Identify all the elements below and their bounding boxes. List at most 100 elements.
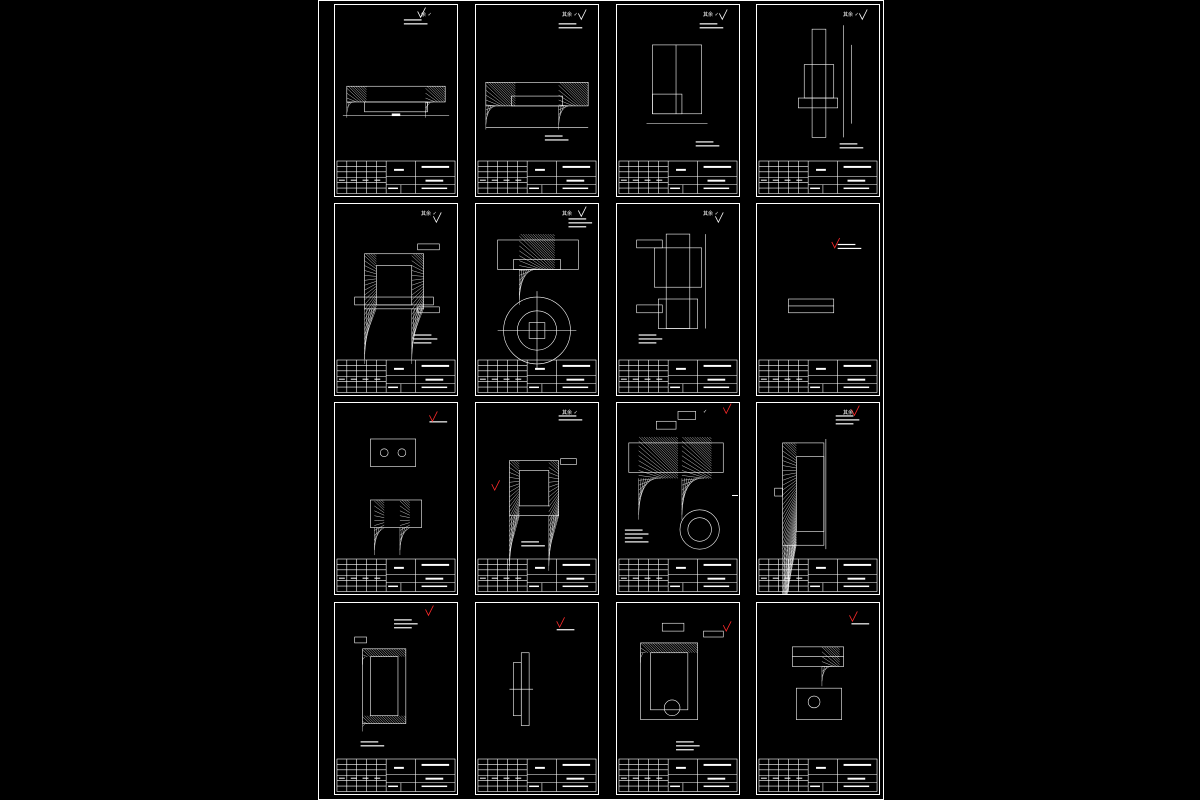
title-block bbox=[758, 558, 878, 592]
title-block-text bbox=[479, 364, 591, 389]
roughness-note: 其余 ✓ bbox=[843, 12, 859, 18]
roughness-note: ✓ bbox=[703, 409, 708, 415]
technical-notes bbox=[624, 529, 649, 543]
sheet-drawing bbox=[336, 605, 456, 792]
drawing-sheet bbox=[334, 602, 458, 795]
title-block bbox=[618, 558, 738, 592]
title-block bbox=[618, 160, 738, 194]
technical-notes bbox=[839, 143, 864, 149]
part-view bbox=[788, 298, 835, 314]
roughness-symbol bbox=[722, 403, 732, 415]
section-hatch bbox=[558, 82, 589, 130]
sheet-drawing bbox=[477, 9, 597, 194]
technical-notes bbox=[568, 218, 593, 228]
section-hatch bbox=[548, 460, 559, 571]
section-hatch bbox=[411, 253, 424, 364]
roughness-note: 其余 ✓ bbox=[562, 12, 578, 18]
roughness-symbol bbox=[718, 9, 728, 21]
title-block bbox=[758, 758, 878, 792]
section-hatch bbox=[509, 460, 520, 571]
technical-notes bbox=[544, 135, 569, 141]
part-view bbox=[509, 458, 577, 517]
drawing-sheet bbox=[475, 602, 599, 795]
roughness-symbol bbox=[491, 480, 500, 492]
section-hatch bbox=[519, 233, 555, 305]
section-hatch bbox=[399, 499, 410, 556]
technical-notes bbox=[676, 741, 700, 751]
section-hatch bbox=[362, 648, 406, 665]
part-view bbox=[646, 44, 708, 124]
roughness-symbol bbox=[425, 605, 434, 617]
drawing-set: 余 ✓其余 ✓其余 ✓其余 ✓其余 ✓其余其余 ✓其余 ✓✓其余 bbox=[318, 0, 884, 800]
roughness-note: 其余 ✓ bbox=[703, 12, 719, 18]
sheet-drawing bbox=[336, 411, 456, 592]
technical-notes bbox=[413, 334, 438, 344]
roughness-note: 其余 bbox=[843, 410, 854, 416]
sheet-drawing bbox=[618, 621, 738, 792]
roughness-symbol bbox=[851, 405, 860, 417]
drawing-sheet: 余 ✓ bbox=[334, 4, 458, 197]
technical-notes bbox=[837, 243, 862, 250]
drawing-sheet: 其余 ✓ bbox=[334, 203, 458, 396]
title-block-text bbox=[760, 763, 872, 788]
part-view bbox=[628, 411, 724, 550]
sheet-drawing bbox=[618, 212, 738, 393]
drawing-sheet: 其余 ✓ bbox=[616, 4, 740, 197]
title-block bbox=[336, 160, 456, 194]
sheet-drawing bbox=[477, 617, 597, 792]
section-hatch bbox=[425, 86, 446, 118]
title-block bbox=[336, 359, 456, 393]
sheet-drawing bbox=[758, 9, 878, 194]
part-view bbox=[485, 82, 589, 128]
title-block-text bbox=[479, 563, 591, 588]
part-view bbox=[798, 25, 852, 138]
drawing-sheet: 其余 bbox=[475, 203, 599, 396]
title-block bbox=[336, 558, 456, 592]
roughness-note: 其余 bbox=[562, 211, 573, 217]
title-block-text bbox=[620, 763, 732, 788]
title-block-text bbox=[620, 364, 732, 389]
roughness-symbol bbox=[556, 617, 565, 629]
title-block bbox=[477, 160, 597, 194]
section-hatch bbox=[364, 253, 377, 364]
section-hatch bbox=[640, 642, 698, 663]
drawing-sheet: 其余 ✓ bbox=[475, 402, 599, 595]
title-block bbox=[477, 558, 597, 592]
drawing-sheet: 其余 ✓ bbox=[475, 4, 599, 197]
technical-notes bbox=[394, 619, 418, 629]
title-block bbox=[336, 758, 456, 792]
title-block bbox=[477, 359, 597, 393]
part-view bbox=[497, 239, 579, 370]
right-edge-tick bbox=[732, 495, 738, 496]
section-hatch bbox=[485, 82, 516, 130]
sheet-drawing bbox=[618, 403, 738, 592]
technical-notes bbox=[695, 141, 720, 147]
part-view bbox=[636, 233, 706, 329]
title-block-text bbox=[479, 763, 591, 788]
part-view bbox=[370, 438, 422, 528]
part-view bbox=[509, 652, 534, 726]
drawing-sheet bbox=[616, 602, 740, 795]
roughness-symbol bbox=[849, 611, 858, 623]
title-block-text bbox=[338, 364, 450, 389]
title-block-text bbox=[338, 563, 450, 588]
part-view bbox=[774, 438, 827, 550]
section-hatch bbox=[821, 646, 840, 687]
title-block-text bbox=[760, 165, 872, 190]
roughness-symbol bbox=[577, 9, 587, 21]
sheet-drawing bbox=[758, 405, 878, 594]
sheet-drawing bbox=[758, 611, 878, 792]
technical-notes bbox=[638, 334, 663, 344]
technical-notes bbox=[521, 541, 545, 547]
section-hatch bbox=[681, 436, 712, 520]
title-block-text bbox=[620, 165, 732, 190]
part-view bbox=[354, 636, 407, 724]
section-hatch bbox=[782, 442, 797, 594]
part-view bbox=[792, 646, 844, 720]
technical-notes bbox=[835, 415, 860, 425]
roughness-symbol bbox=[577, 206, 587, 218]
sheet-drawing bbox=[336, 212, 456, 393]
technical-notes bbox=[403, 19, 428, 25]
title-block-text bbox=[338, 165, 450, 190]
drawing-sheet: 其余 ✓ bbox=[756, 4, 880, 197]
